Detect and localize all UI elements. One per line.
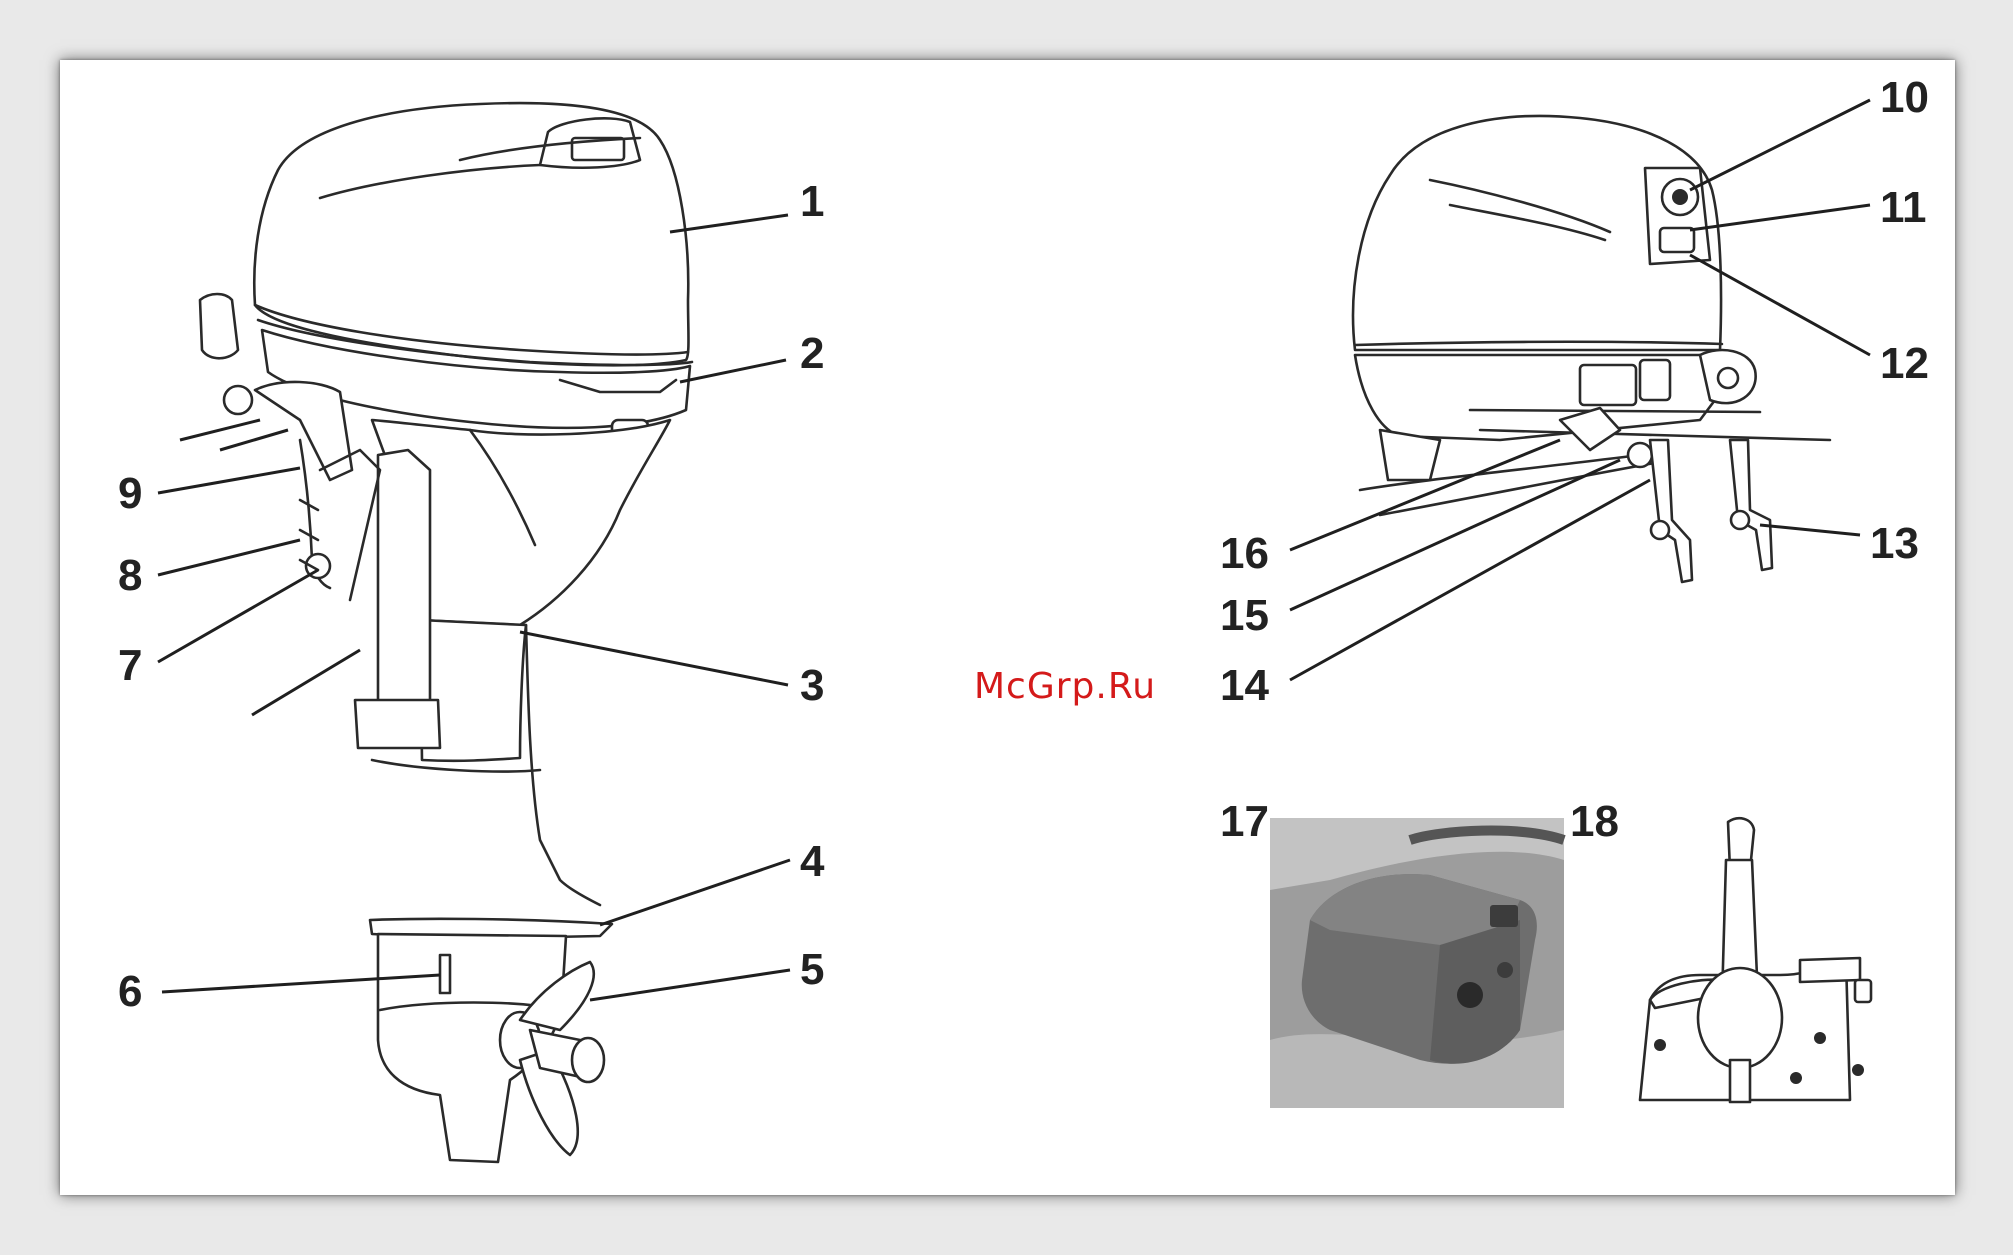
callout-6: 6 (118, 967, 142, 1016)
callout-5: 5 (800, 945, 824, 994)
remote-control-box (1640, 818, 1871, 1102)
callout-15: 15 (1220, 591, 1269, 640)
rear-lower-cowling (1355, 355, 1730, 440)
callout-7: 7 (118, 641, 142, 690)
callout-18: 18 (1570, 797, 1619, 846)
diagram-canvas: 1 2 3 4 5 6 7 8 9 (60, 60, 1955, 1195)
callout-8: 8 (118, 551, 142, 600)
outboard-motor-side-view (200, 103, 692, 1162)
callout-3: 3 (800, 661, 824, 710)
callout-14: 14 (1220, 661, 1269, 710)
fuel-tank-photo (1270, 818, 1564, 1108)
diagram-page: 1 2 3 4 5 6 7 8 9 (60, 60, 1955, 1195)
water-inlet (440, 955, 450, 993)
clamp-bracket (378, 450, 430, 740)
callout-10: 10 (1880, 73, 1929, 122)
callout-13: 13 (1870, 519, 1919, 568)
tilt-lever-left (1650, 440, 1692, 582)
watermark-text: McGrp.Ru (974, 666, 1156, 707)
tilt-lever-right (1730, 440, 1772, 570)
callout-4: 4 (800, 837, 825, 886)
callout-17: 17 (1220, 797, 1269, 846)
callout-11: 11 (1880, 183, 1927, 232)
callout-12: 12 (1880, 339, 1929, 388)
callout-9: 9 (118, 469, 142, 518)
callout-16: 16 (1220, 529, 1269, 578)
callout-2: 2 (800, 329, 824, 378)
callout-1: 1 (800, 177, 824, 226)
